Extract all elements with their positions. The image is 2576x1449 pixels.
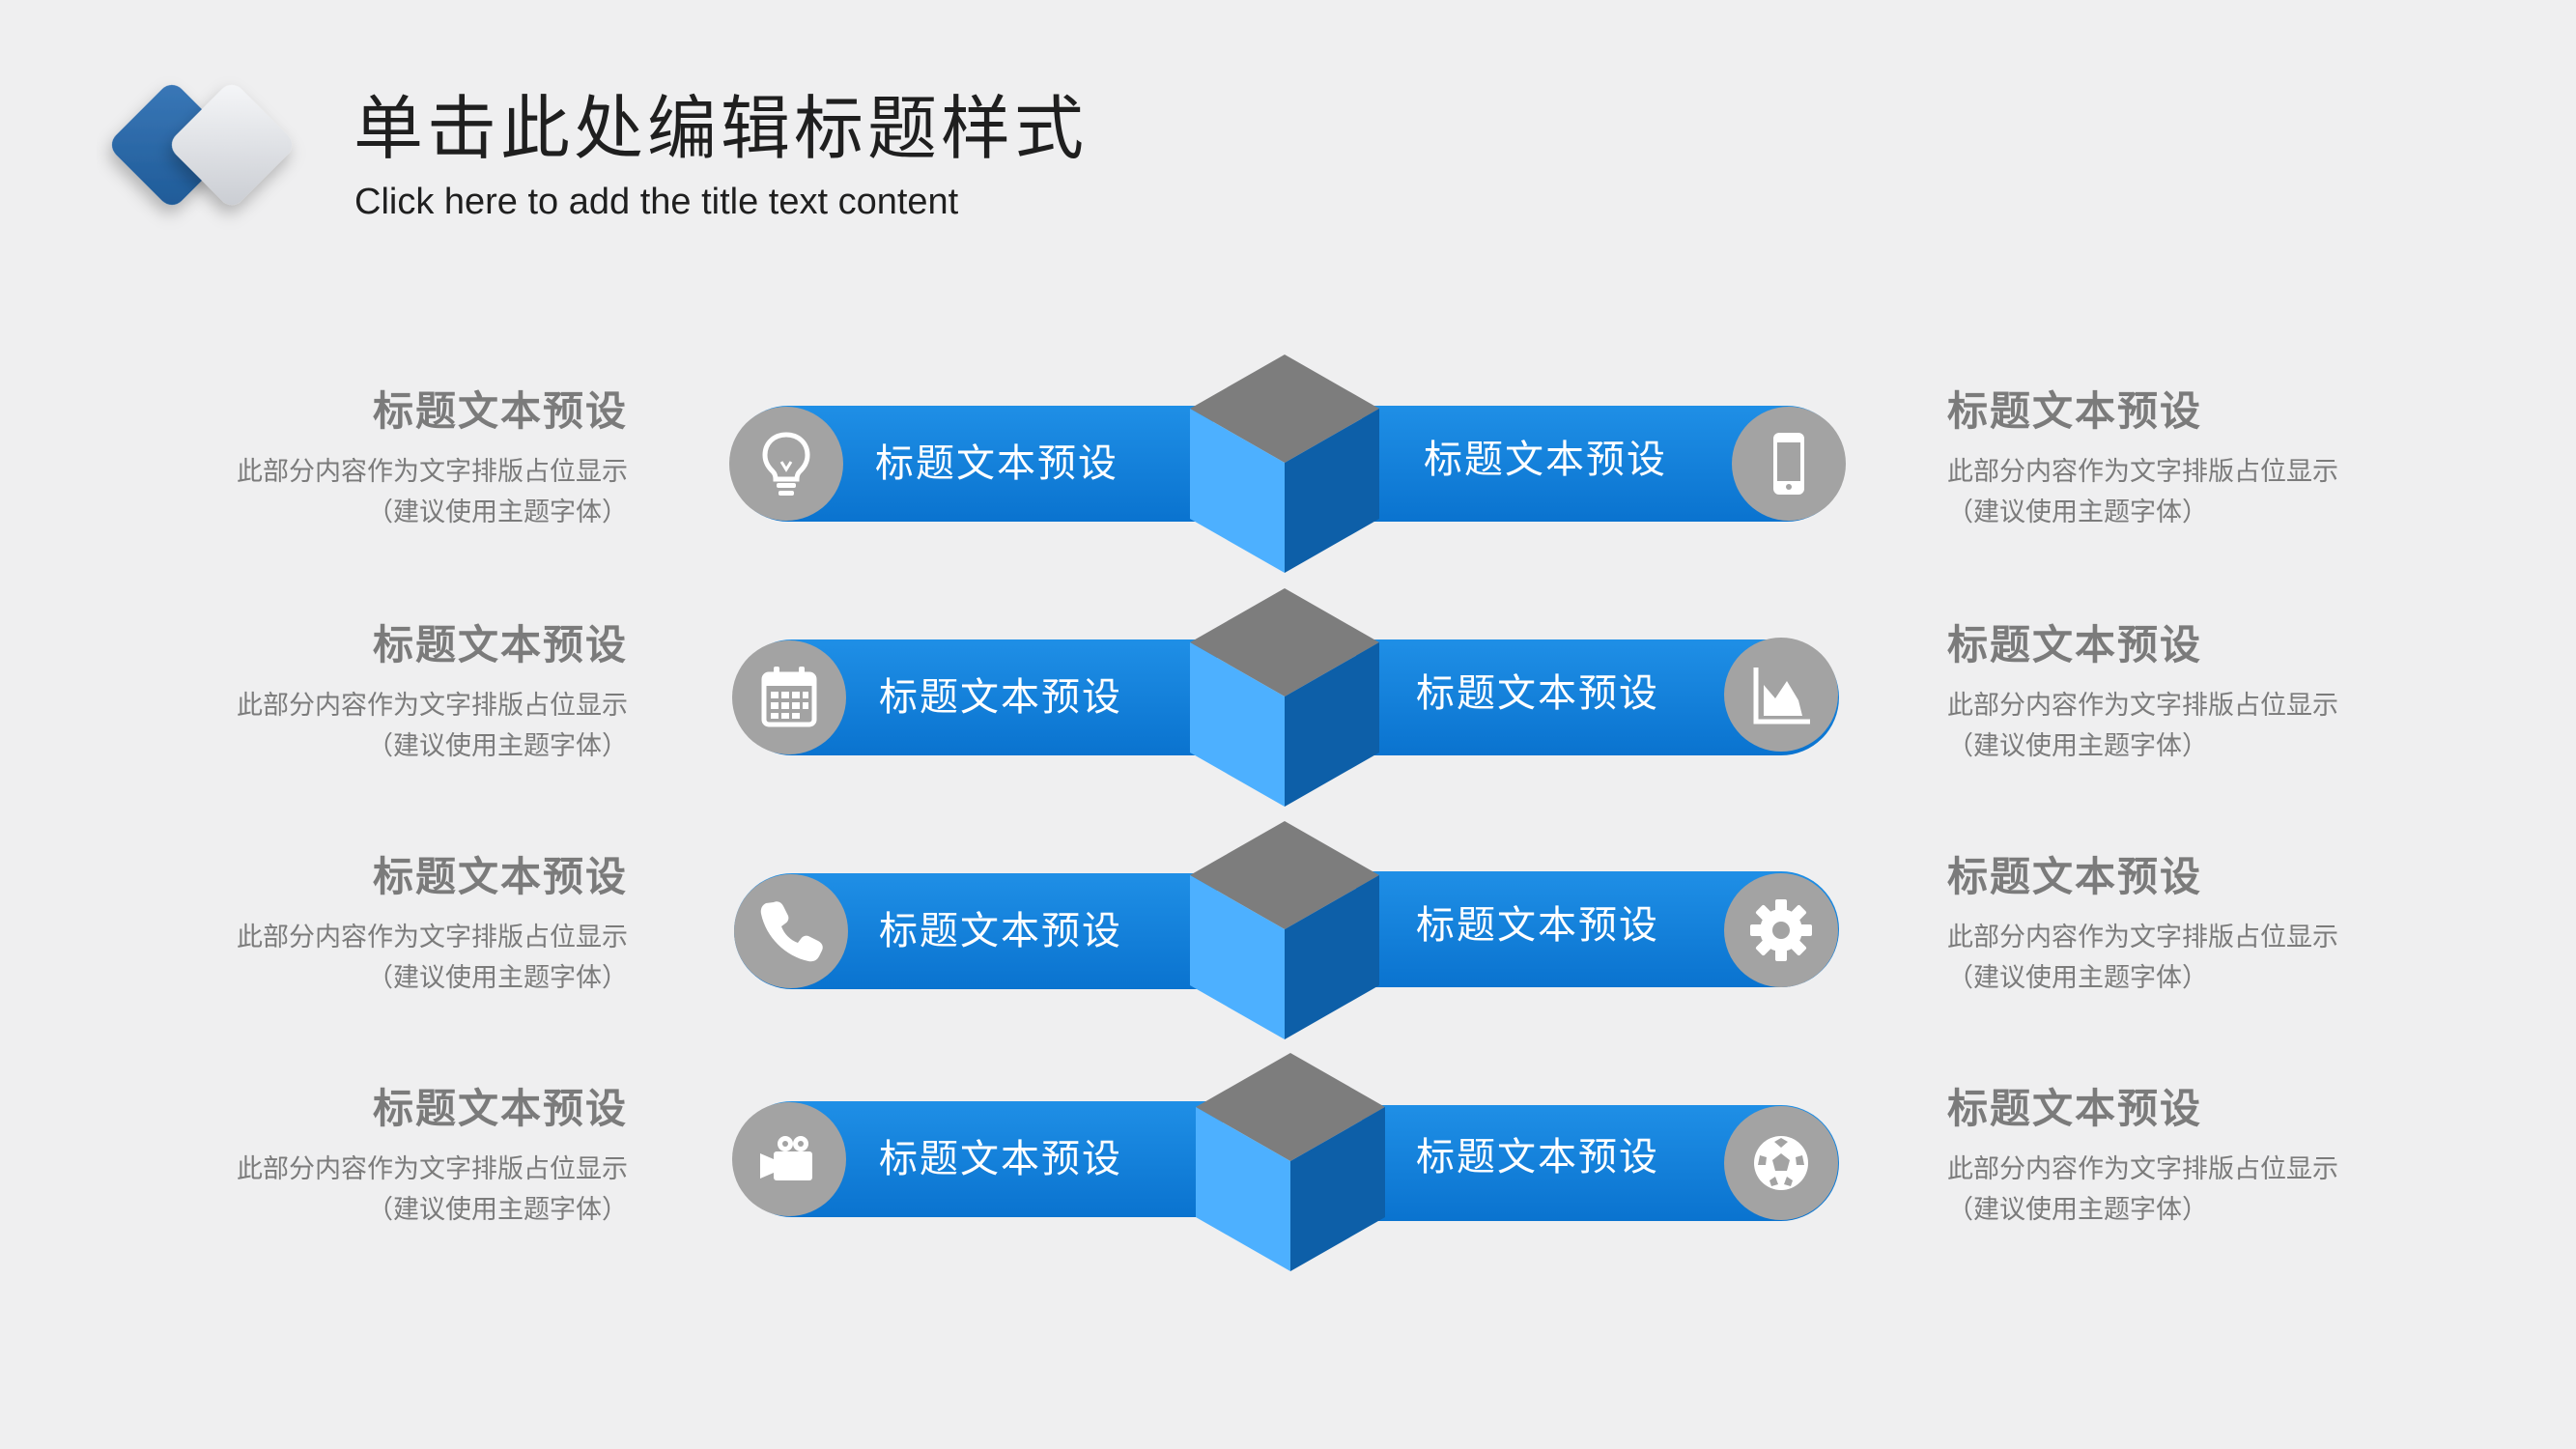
right-text-block-4[interactable]: 标题文本预设 此部分内容作为文字排版占位显示 （建议使用主题字体） <box>1947 1082 2488 1231</box>
right-block-title: 标题文本预设 <box>1947 387 2203 435</box>
right-block-desc-line2: （建议使用主题字体） <box>1947 1195 2208 1225</box>
right-text-block-1[interactable]: 标题文本预设 此部分内容作为文字排版占位显示 （建议使用主题字体） <box>1947 384 2488 533</box>
right-block-title: 标题文本预设 <box>1947 853 2203 900</box>
left-text-block-1[interactable]: 标题文本预设 此部分内容作为文字排版占位显示 （建议使用主题字体） <box>87 384 628 533</box>
right-text-block-3[interactable]: 标题文本预设 此部分内容作为文字排版占位显示 （建议使用主题字体） <box>1947 850 2488 999</box>
right-bar-label: 标题文本预设 <box>1416 1135 1659 1179</box>
right-block-desc-line2: （建议使用主题字体） <box>1947 963 2208 993</box>
right-block-desc-line2: （建议使用主题字体） <box>1947 497 2208 527</box>
right-block-title: 标题文本预设 <box>1947 621 2203 668</box>
page-subtitle[interactable]: Click here to add the title text content <box>354 182 959 222</box>
left-block-desc-line1: 此部分内容作为文字排版占位显示 <box>237 923 628 952</box>
right-bar-label: 标题文本预设 <box>1416 671 1659 716</box>
right-block-title: 标题文本预设 <box>1947 1085 2203 1132</box>
left-block-desc-line2: （建议使用主题字体） <box>367 731 628 761</box>
left-block-title: 标题文本预设 <box>372 1085 628 1132</box>
left-block-desc-line1: 此部分内容作为文字排版占位显示 <box>237 1154 628 1184</box>
logo-icon <box>111 84 293 206</box>
smartphone-icon <box>1732 407 1846 521</box>
cube-3 <box>1190 821 1379 1039</box>
video-camera-icon <box>732 1102 846 1216</box>
right-bar-label: 标题文本预设 <box>1424 438 1667 482</box>
calendar-icon <box>732 640 846 754</box>
phone-icon <box>734 874 848 988</box>
left-block-title: 标题文本预设 <box>372 387 628 435</box>
left-bar-label: 标题文本预设 <box>879 1137 1122 1181</box>
left-bar-label: 标题文本预设 <box>879 675 1122 720</box>
gear-icon <box>1724 873 1838 987</box>
left-block-desc-line2: （建议使用主题字体） <box>367 497 628 527</box>
cube-4 <box>1196 1053 1385 1271</box>
right-bar-label: 标题文本预设 <box>1416 903 1659 948</box>
left-block-desc-line1: 此部分内容作为文字排版占位显示 <box>237 691 628 721</box>
left-bar-label: 标题文本预设 <box>879 909 1122 953</box>
right-block-desc-line2: （建议使用主题字体） <box>1947 731 2208 761</box>
cube-1 <box>1190 355 1379 573</box>
left-block-title: 标题文本预设 <box>372 853 628 900</box>
right-text-block-2[interactable]: 标题文本预设 此部分内容作为文字排版占位显示 （建议使用主题字体） <box>1947 618 2488 767</box>
right-block-desc-line1: 此部分内容作为文字排版占位显示 <box>1947 457 2338 487</box>
lightbulb-icon <box>729 407 843 521</box>
left-block-desc-line1: 此部分内容作为文字排版占位显示 <box>237 457 628 487</box>
left-bar-label: 标题文本预设 <box>875 441 1118 486</box>
right-block-desc-line1: 此部分内容作为文字排版占位显示 <box>1947 1154 2338 1184</box>
page-title[interactable]: 单击此处编辑标题样式 <box>354 88 1089 169</box>
right-block-desc-line1: 此部分内容作为文字排版占位显示 <box>1947 923 2338 952</box>
left-block-desc-line2: （建议使用主题字体） <box>367 1195 628 1225</box>
left-text-block-2[interactable]: 标题文本预设 此部分内容作为文字排版占位显示 （建议使用主题字体） <box>87 618 628 767</box>
soccer-ball-icon <box>1724 1106 1838 1220</box>
left-block-desc-line2: （建议使用主题字体） <box>367 963 628 993</box>
left-text-block-4[interactable]: 标题文本预设 此部分内容作为文字排版占位显示 （建议使用主题字体） <box>87 1082 628 1231</box>
left-text-block-3[interactable]: 标题文本预设 此部分内容作为文字排版占位显示 （建议使用主题字体） <box>87 850 628 999</box>
cube-2 <box>1190 588 1379 807</box>
left-block-title: 标题文本预设 <box>372 621 628 668</box>
area-chart-icon <box>1724 638 1838 752</box>
right-block-desc-line1: 此部分内容作为文字排版占位显示 <box>1947 691 2338 721</box>
